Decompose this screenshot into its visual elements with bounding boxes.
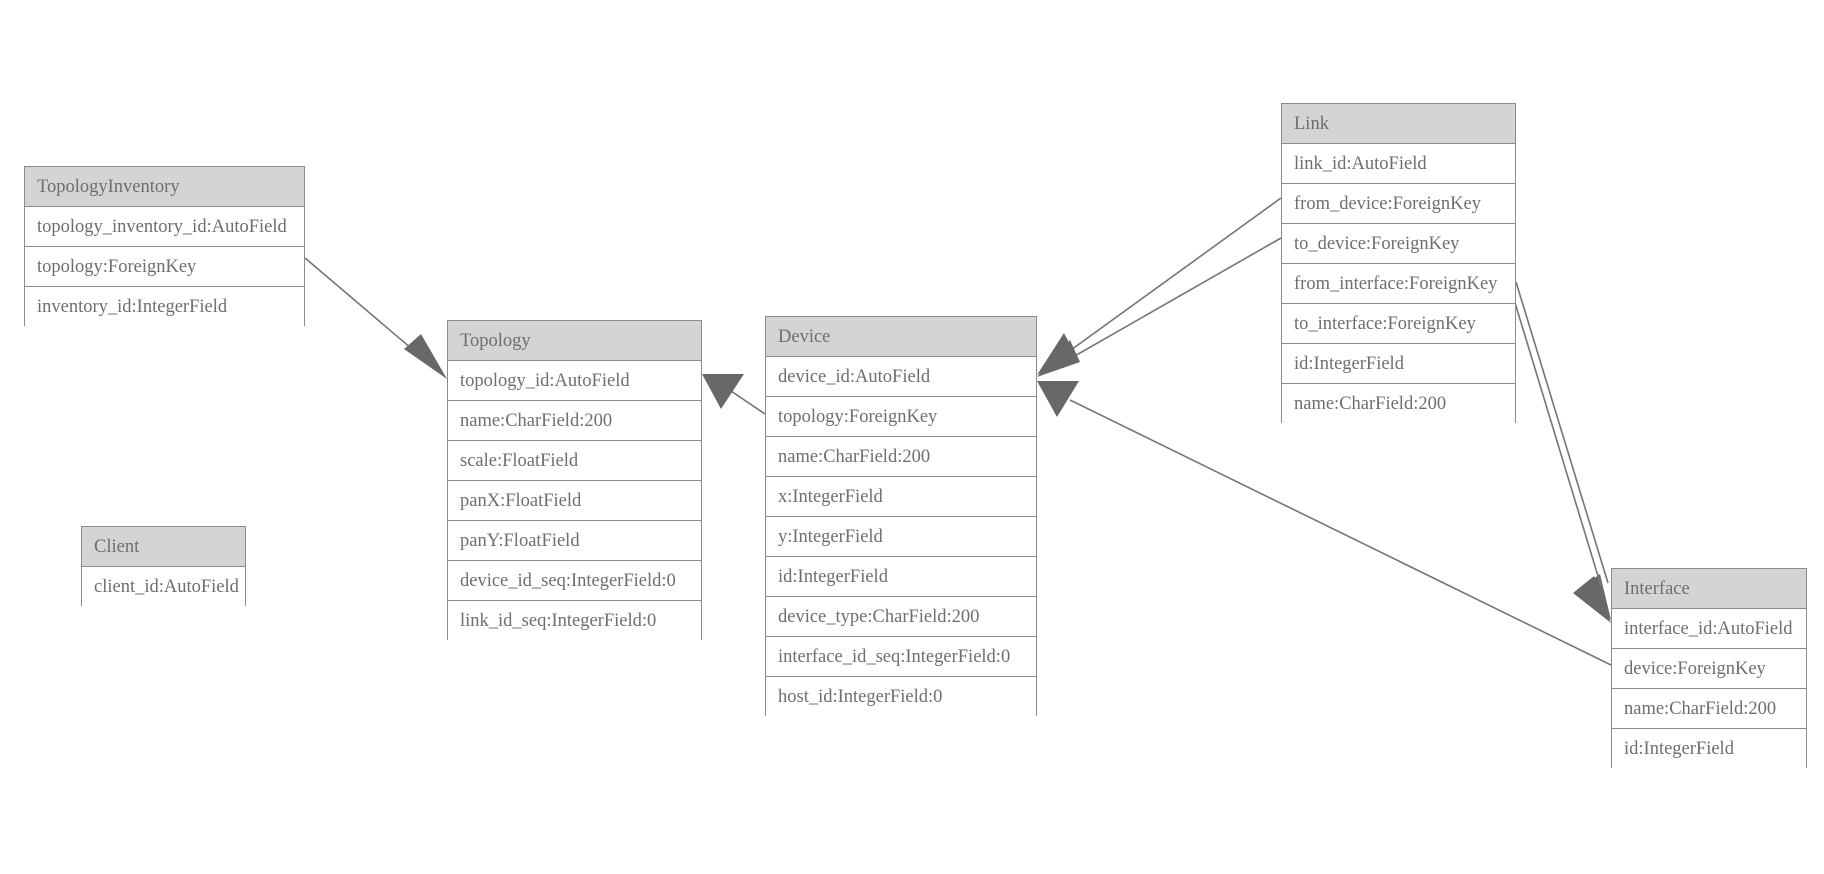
entity-topology[interactable]: Topology topology_id:AutoField name:Char…	[447, 320, 702, 641]
edge-device-topology	[702, 374, 766, 415]
entity-field-list: client_id:AutoField	[82, 567, 245, 607]
entity-title: Link	[1282, 104, 1515, 144]
field-row[interactable]: name:CharField:200	[448, 401, 701, 441]
field-row[interactable]: device_type:CharField:200	[766, 597, 1036, 637]
field-row[interactable]: to_device:ForeignKey	[1282, 224, 1515, 264]
field-row[interactable]: interface_id_seq:IntegerField:0	[766, 637, 1036, 677]
entity-client[interactable]: Client client_id:AutoField	[81, 526, 246, 607]
field-row[interactable]: device_id:AutoField	[766, 357, 1036, 397]
edge-link-to-device	[1037, 237, 1282, 377]
field-row[interactable]: name:CharField:200	[766, 437, 1036, 477]
entity-title: TopologyInventory	[25, 167, 304, 207]
field-row[interactable]: topology_id:AutoField	[448, 361, 701, 401]
entity-interface[interactable]: Interface interface_id:AutoField device:…	[1611, 568, 1807, 769]
field-row[interactable]: to_interface:ForeignKey	[1282, 304, 1515, 344]
field-row[interactable]: scale:FloatField	[448, 441, 701, 481]
entity-link[interactable]: Link link_id:AutoField from_device:Forei…	[1281, 103, 1516, 424]
entity-title: Device	[766, 317, 1036, 357]
entity-field-list: topology_id:AutoField name:CharField:200…	[448, 361, 701, 641]
field-row[interactable]: x:IntegerField	[766, 477, 1036, 517]
field-row[interactable]: link_id:AutoField	[1282, 144, 1515, 184]
field-row[interactable]: client_id:AutoField	[82, 567, 245, 607]
entity-device[interactable]: Device device_id:AutoField topology:Fore…	[765, 316, 1037, 717]
field-row[interactable]: id:IntegerField	[1282, 344, 1515, 384]
field-row[interactable]: from_interface:ForeignKey	[1282, 264, 1515, 304]
entity-field-list: device_id:AutoField topology:ForeignKey …	[766, 357, 1036, 717]
edge-link-from-device	[1037, 197, 1282, 375]
edge-link-from-interface	[1515, 281, 1611, 620]
entity-field-list: topology_inventory_id:AutoField topology…	[25, 207, 304, 327]
field-row[interactable]: interface_id:AutoField	[1612, 609, 1806, 649]
entity-title: Topology	[448, 321, 701, 361]
field-row[interactable]: id:IntegerField	[766, 557, 1036, 597]
entity-field-list: link_id:AutoField from_device:ForeignKey…	[1282, 144, 1515, 424]
field-row[interactable]: y:IntegerField	[766, 517, 1036, 557]
edge-link-to-interface	[1508, 282, 1611, 623]
entity-title: Client	[82, 527, 245, 567]
field-row[interactable]: link_id_seq:IntegerField:0	[448, 601, 701, 641]
field-row[interactable]: topology:ForeignKey	[25, 247, 304, 287]
field-row[interactable]: inventory_id:IntegerField	[25, 287, 304, 327]
field-row[interactable]: topology:ForeignKey	[766, 397, 1036, 437]
entity-title: Interface	[1612, 569, 1806, 609]
field-row[interactable]: from_device:ForeignKey	[1282, 184, 1515, 224]
edge-topologyinventory-topology	[304, 257, 447, 379]
field-row[interactable]: host_id:IntegerField:0	[766, 677, 1036, 717]
entity-field-list: interface_id:AutoField device:ForeignKey…	[1612, 609, 1806, 769]
field-row[interactable]: device_id_seq:IntegerField:0	[448, 561, 701, 601]
field-row[interactable]: id:IntegerField	[1612, 729, 1806, 769]
field-row[interactable]: name:CharField:200	[1612, 689, 1806, 729]
field-row[interactable]: name:CharField:200	[1282, 384, 1515, 424]
field-row[interactable]: device:ForeignKey	[1612, 649, 1806, 689]
field-row[interactable]: panY:FloatField	[448, 521, 701, 561]
field-row[interactable]: panX:FloatField	[448, 481, 701, 521]
entity-topologyinventory[interactable]: TopologyInventory topology_inventory_id:…	[24, 166, 305, 327]
field-row[interactable]: topology_inventory_id:AutoField	[25, 207, 304, 247]
